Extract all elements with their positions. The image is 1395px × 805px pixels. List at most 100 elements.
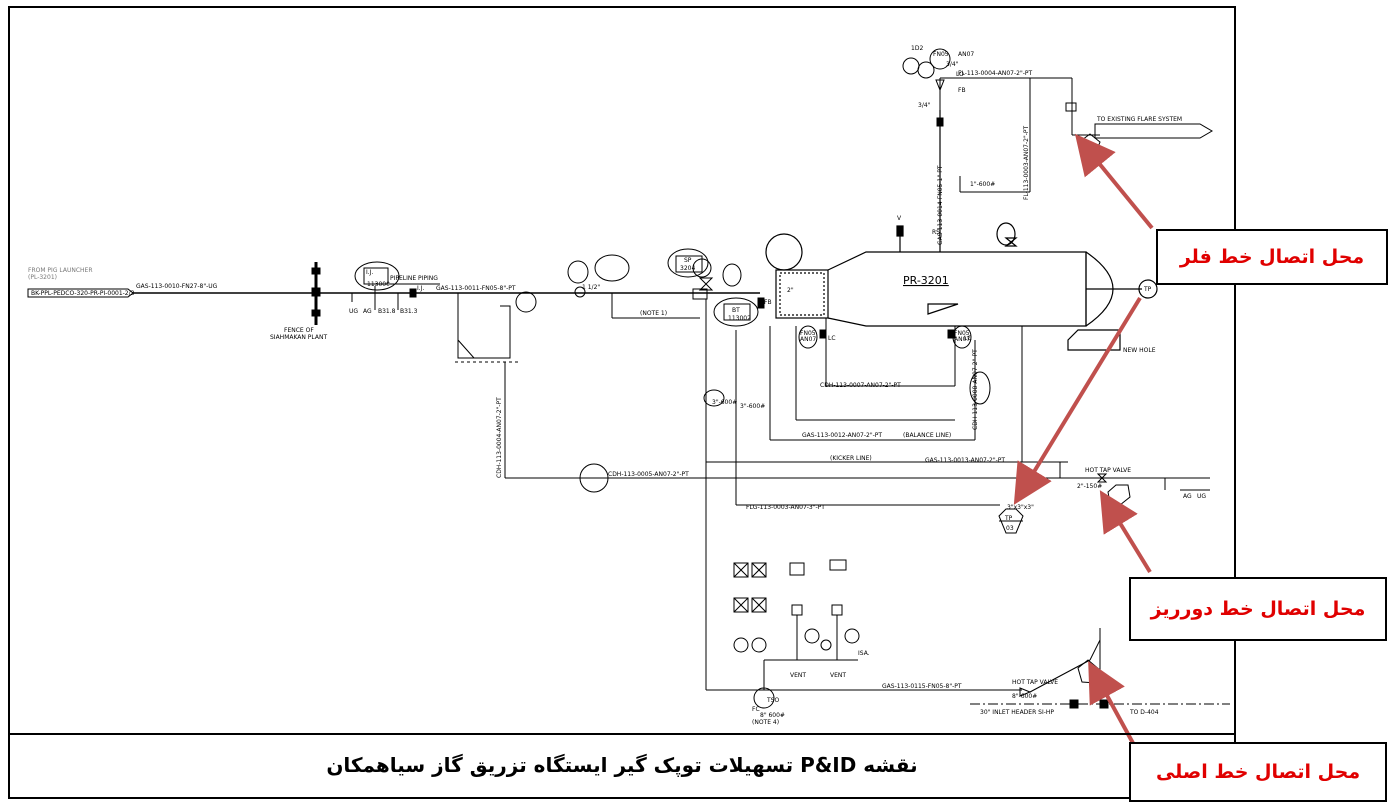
label-doc-no: BK-PPL-PEDCO-320-PR-PI-0001-2/3 (31, 290, 135, 297)
label-3-4: 3/4" (946, 61, 959, 68)
label-kicker: (KICKER LINE) (830, 455, 872, 462)
label-an07c: AN07 (958, 51, 974, 58)
label-fb: FB (764, 299, 772, 306)
label-fl-0004: FL-113-0004-AN07-2"-PT (958, 70, 1033, 77)
label-v: V (897, 215, 902, 222)
label-vent: VENT (790, 672, 806, 679)
label-fn05c: FN05 (933, 51, 949, 58)
label-note4: (NOTE 4) (752, 719, 779, 726)
label-piping: PIPING (418, 275, 438, 282)
label-cdh-0004-group: CDH-113-0004-AN07-2"-PT (496, 397, 503, 478)
label-cdh-0008-group: CDH-113-0008-AN07-2"-PT (972, 349, 979, 430)
label-note1: (NOTE 1) (640, 310, 667, 317)
title-strip: نقشه P&ID تسهیلات توپک گیر ایستگاه تزریق… (8, 733, 1236, 799)
label-fl-0003-group: FL-113-0003-AN07-2"-PT (1023, 125, 1030, 200)
label-new-hole: NEW HOLE (1123, 347, 1156, 354)
label-2-150: 2"-150# (1077, 483, 1102, 490)
label-flg-0003: FLG-113-0003-AN07-3"-PT (746, 504, 825, 511)
label-ag: AG (363, 308, 372, 315)
label-fl-0003: FL-113-0003-AN07-2"-PT (1023, 125, 1030, 200)
vessel-labels: PR-3201 2" NEW HOLE TP V RS (787, 215, 1156, 354)
arrow-main (1088, 660, 1136, 746)
arrow-flare (1074, 133, 1154, 230)
callout-arrows (1013, 133, 1154, 746)
label-1d2: 1D2 (911, 45, 923, 52)
label-1-600: 1"-600# (970, 181, 995, 188)
callout-flare-connection: محل اتصال خط فلر (1156, 229, 1388, 285)
label-isa: ISA. (858, 650, 870, 657)
vessel-pr3201 (765, 110, 1158, 351)
drain-tie-labels: TP 03 HOT TAP VALVE 2"-150# AG UG (1004, 467, 1206, 532)
label-cdh-0007: CDH-113-0007-AN07-2"-PT (820, 382, 901, 389)
label-fb2: FB (958, 87, 966, 94)
mid-header (466, 248, 1022, 691)
label-gas-0011: GAS-113-0011-FN05-8"-PT (436, 285, 516, 292)
label-8-600b: 8" 600# (760, 712, 785, 719)
label-an07b: AN07 (954, 336, 970, 343)
label-tag-113000: 113000 (367, 281, 390, 288)
label-b313: B31.3 (400, 308, 418, 315)
arrow-drain-1 (1013, 296, 1142, 505)
label-tp: TP (1143, 286, 1152, 293)
label-gas-0010: GAS-113-0010-FN27-8"-UG (136, 283, 218, 290)
label-ug2: UG (1197, 493, 1206, 500)
arrow-drain-2 (1099, 490, 1152, 574)
label-lo: LO (956, 71, 964, 78)
label-tp2-no: 03 (1006, 525, 1014, 532)
label-cdh-0004: CDH-113-0004-AN07-2"-PT (496, 397, 503, 478)
label-cdh-0008: CDH-113-0008-AN07-2"-PT (972, 349, 979, 430)
label-gas-0012: GAS-113-0012-AN07-2"-PT (802, 432, 882, 439)
label-fence: FENCE OF (284, 327, 314, 334)
label-3-600b: 3"-600# (740, 403, 765, 410)
label-hot-tap2: HOT TAP VALVE (1012, 679, 1058, 686)
label-ug: UG (349, 308, 358, 315)
label-pl: (PL-3201) (28, 274, 57, 281)
drain-labels: CDH-113-0007-AN07-2"-PT GAS-113-0012-AN0… (608, 330, 1034, 511)
label-to-d404: TO D-404 (1129, 709, 1159, 716)
label-bt: BT (732, 307, 740, 314)
label-fn05: FN05 (800, 330, 816, 337)
label-gas-0014-group: GAS-113-0014-FN05-1"-PT (937, 165, 944, 245)
label-cdh-0005: CDH-113-0005-AN07-2"-PT (608, 471, 689, 478)
label-tp2: TP (1004, 515, 1013, 522)
label-sp: SP (684, 257, 692, 264)
label-fc: FC (752, 706, 760, 713)
drain-lines (504, 318, 1166, 506)
label-sp-no: 3204 (680, 265, 695, 272)
label-gas-0014: GAS-113-0014-FN05-1"-PT (937, 165, 944, 245)
label-hot-tap: HOT TAP VALVE (1085, 467, 1131, 474)
label-ag2: AG (1183, 493, 1192, 500)
label-bt-no: 113002 (728, 315, 751, 322)
inlet-section (27, 261, 537, 363)
callout-main-connection: محل اتصال خط اصلی (1129, 742, 1387, 802)
label-3x3: 3"x3"x3" (1007, 504, 1034, 511)
label-rs: RS (932, 229, 940, 236)
label-3-600: 3"-600# (712, 399, 737, 406)
label-vent2: VENT (830, 672, 846, 679)
label-gas-0115: GAS-113-0115-FN05-8"-PT (882, 683, 962, 690)
mid-labels: 1 1/2" (NOTE 1) SP 3204 BT 113002 FB (582, 257, 772, 322)
label-8-600: 8"-600# (1012, 693, 1037, 700)
drawing-frame (8, 6, 1236, 799)
label-siahmakan: SIAHMAKAN PLANT (270, 334, 327, 341)
label-lc: LC (828, 335, 836, 342)
label-tso: TSO (766, 697, 779, 704)
bottom-labels: GAS-113-0115-FN05-8"-PT HOT TAP VALVE 8"… (752, 650, 1159, 726)
label-lc2: LC (964, 335, 972, 342)
label-balance: (BALANCE LINE) (903, 432, 951, 439)
label-2in: 2" (787, 287, 794, 294)
label-ij2: I.J. (417, 285, 424, 292)
flare-labels: TO EXISTING FLARE SYSTEM FL-113-0004-AN0… (911, 45, 1182, 188)
label-pr3201: PR-3201 (903, 274, 949, 287)
label-pipeline: PIPELINE (390, 275, 416, 282)
label-gas-0013: GAS-113-0013-AN07-2"-PT (925, 457, 1005, 464)
label-an07: AN07 (800, 336, 816, 343)
drawing-caption: نقشه P&ID تسهیلات توپک گیر ایستگاه تزریق… (326, 753, 918, 777)
callout-drain-connection: محل اتصال خط دورریز (1129, 577, 1387, 641)
label-fn05b: FN05 (954, 330, 970, 337)
label-3-4b: 3/4" (918, 102, 931, 109)
label-to-flare: TO EXISTING FLARE SYSTEM (1096, 116, 1182, 123)
label-ij: I.J. (366, 269, 373, 276)
label-from-pig: FROM PIG LAUNCHER (28, 267, 93, 274)
